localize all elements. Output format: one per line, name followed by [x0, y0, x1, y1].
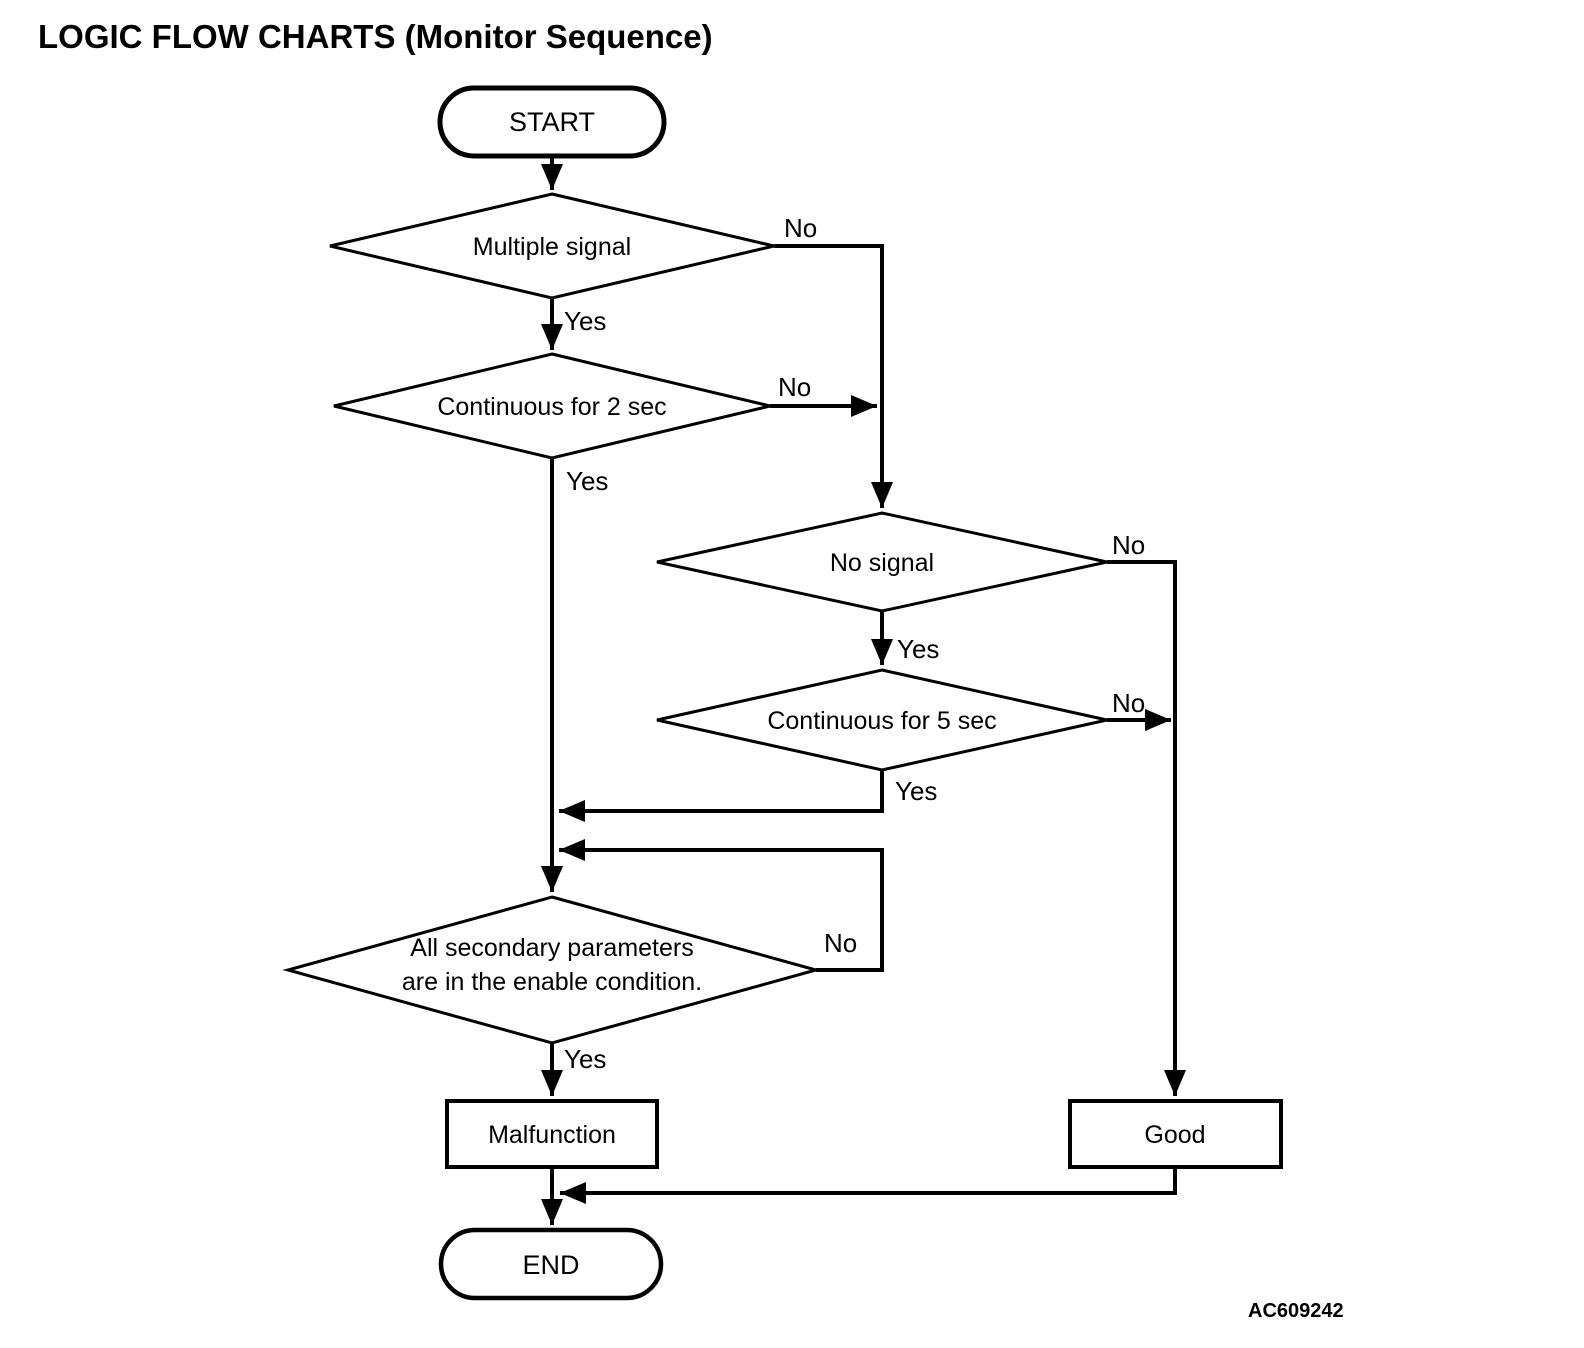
start-terminal-shape — [437, 85, 667, 159]
continuous-5sec-no-label: No — [1112, 688, 1145, 718]
malfunction-process-box: Malfunction — [445, 1099, 659, 1169]
decision-no-signal: No signal — [656, 511, 1108, 613]
malfunction-box-label: Malfunction — [488, 1121, 616, 1149]
malfunction-box-shape — [445, 1099, 659, 1169]
decision-multiple-signal: Multiple signal — [329, 192, 775, 300]
multiple-signal-no-label: No — [784, 213, 817, 243]
connector-multiple-signal-no — [774, 244, 893, 508]
no-signal-no-label: No — [1112, 530, 1145, 560]
decision-multiple-signal-shape — [329, 192, 775, 300]
decision-continuous-2sec-label: Continuous for 2 sec — [437, 393, 666, 421]
end-terminal: END — [438, 1227, 664, 1301]
continuous-2sec-yes-label: Yes — [566, 466, 608, 496]
secondary-parameters-no-label: No — [824, 928, 857, 958]
good-box-label: Good — [1144, 1121, 1205, 1149]
decision-secondary-parameters-label-line1: All secondary parameters — [410, 934, 693, 962]
start-terminal: START — [437, 85, 667, 159]
figure-code: AC609242 — [1248, 1300, 1344, 1322]
decision-secondary-parameters: All secondary parameters are in the enab… — [282, 895, 822, 1045]
good-process-box: Good — [1068, 1099, 1283, 1169]
decision-secondary-parameters-shape — [282, 895, 822, 1045]
decision-continuous-5sec-shape — [656, 668, 1108, 772]
decision-continuous-5sec-label: Continuous for 5 sec — [767, 707, 996, 735]
decision-secondary-parameters-label-line2: are in the enable condition. — [402, 968, 702, 996]
start-terminal-label: START — [509, 107, 595, 137]
connector-good-to-end-join — [560, 1167, 1177, 1204]
decision-continuous-5sec: Continuous for 5 sec — [656, 668, 1108, 772]
connector-secondary-parameters-no-loop — [559, 839, 884, 972]
decision-continuous-2sec-shape — [333, 352, 771, 460]
decision-multiple-signal-label: Multiple signal — [473, 233, 631, 261]
page-title: LOGIC FLOW CHARTS (Monitor Sequence) — [38, 18, 713, 55]
continuous-5sec-yes-label: Yes — [895, 776, 937, 806]
connectors — [541, 156, 1186, 1225]
end-terminal-shape — [438, 1227, 664, 1301]
edge-labels: No Yes No Yes No Yes No Yes No Yes — [564, 213, 1145, 1074]
continuous-2sec-no-label: No — [778, 372, 811, 402]
end-terminal-label: END — [522, 1250, 579, 1280]
decision-no-signal-label: No signal — [830, 549, 934, 577]
decision-no-signal-shape — [656, 511, 1108, 613]
decision-continuous-2sec: Continuous for 2 sec — [333, 352, 771, 460]
connector-no-signal-no — [1107, 560, 1186, 1096]
multiple-signal-yes-label: Yes — [564, 306, 606, 336]
connector-continuous-5sec-yes — [559, 770, 884, 822]
no-signal-yes-label: Yes — [897, 634, 939, 664]
secondary-parameters-yes-label: Yes — [564, 1044, 606, 1074]
good-box-shape — [1068, 1099, 1283, 1169]
